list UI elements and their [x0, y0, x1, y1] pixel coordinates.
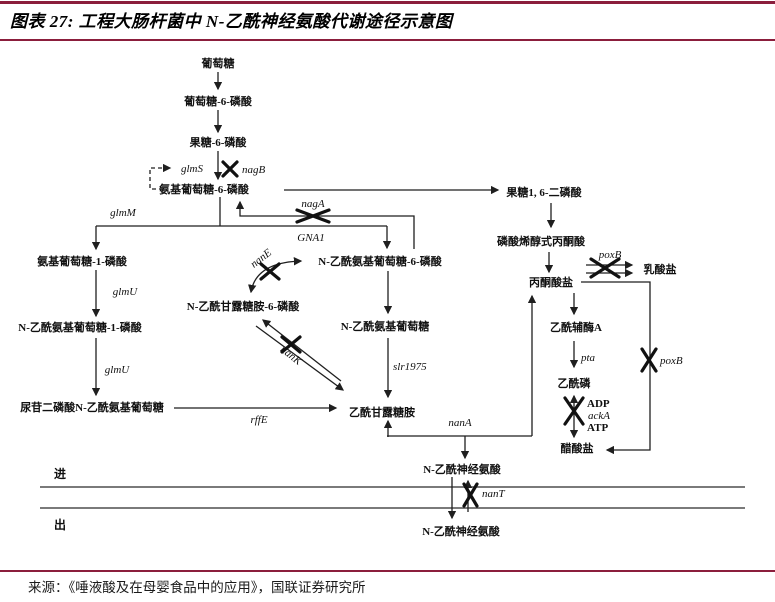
node-pep: 磷酸烯醇式丙酮酸: [497, 234, 586, 248]
knockout-x-nagA: [295, 208, 331, 224]
dashed-feedback-arrow-to-glmS: [149, 163, 172, 190]
arrow-nanA-junction: [383, 294, 537, 460]
knockout-x-poxB-top: [589, 257, 621, 279]
knockout-x-poxB-right: [640, 347, 658, 373]
enzyme-nanT: nanT: [482, 488, 506, 500]
node-glucosamine-1-p: 氨基葡萄糖-1-磷酸: [37, 254, 128, 268]
enzyme-nanA: nanA: [448, 417, 472, 429]
node-mannac-6-p: N-乙酰甘露糖胺-6-磷酸: [187, 299, 300, 313]
footer-rule: [0, 570, 775, 572]
enzyme-glmM: glmM: [110, 207, 137, 219]
enzyme-poxB-right: poxB: [659, 355, 683, 367]
knockout-x-ackA: [563, 396, 585, 426]
enzyme-pta: pta: [580, 352, 596, 364]
node-glcnac: N-乙酰氨基葡萄糖: [341, 319, 430, 333]
membrane-out-label: 出: [54, 517, 66, 532]
knockout-x-nanK: [280, 335, 302, 354]
node-pyruvate: 丙酮酸盐: [529, 275, 573, 289]
cofactor-adp: ADP: [587, 398, 610, 410]
node-acetyl-coa: 乙酰辅酶A: [550, 320, 602, 334]
knockout-x-nanE: [259, 262, 281, 281]
node-udp-glcnac: 尿苷二磷酸N-乙酰氨基葡萄糖: [20, 400, 164, 414]
node-lactate: 乳酸盐: [644, 262, 677, 276]
arrow-nagA-return: [235, 200, 415, 249]
node-glucosamine-6-p: 氨基葡萄糖-6-磷酸: [159, 182, 250, 196]
arrow-nanE-curve: [248, 256, 303, 294]
branch-glmM-GNA1: [91, 197, 392, 251]
node-neu5ac-inside: N-乙酰神经氨酸: [423, 462, 502, 476]
enzyme-glmS: glmS: [181, 163, 204, 175]
node-glcnac-6-p: N-乙酰氨基葡萄糖-6-磷酸: [318, 254, 442, 268]
node-acetyl-p: 乙酰磷: [558, 376, 592, 390]
enzyme-poxB-top: poxB: [598, 249, 622, 261]
enzyme-slr1975: slr1975: [393, 361, 427, 373]
node-neu5ac-outside: N-乙酰神经氨酸: [422, 524, 501, 538]
cell-membrane-lines: [40, 486, 745, 509]
enzyme-ackA: ackA: [588, 410, 610, 422]
enzyme-nanK: nanK: [278, 344, 305, 369]
arrow-nanK-diagonal: [255, 319, 345, 391]
node-glcnac-1-p: N-乙酰氨基葡萄糖-1-磷酸: [18, 320, 142, 334]
figure-source: 来源：《唾液酸及在母婴食品中的应用》，国联证券研究所: [28, 580, 366, 595]
enzyme-nagA: nagA: [301, 198, 325, 210]
node-fructose-1-6-bp: 果糖1, 6-二磷酸: [505, 185, 582, 199]
node-glucose: 葡萄糖: [201, 56, 235, 70]
node-acetate: 醋酸盐: [561, 441, 594, 455]
knockout-x-nanT: [462, 482, 479, 508]
arrow-poxB-right-branch: [581, 281, 651, 455]
figure-title: 图表 27: 工程大肠杆菌中 N-乙酰神经氨酸代谢途径示意图: [10, 12, 453, 31]
title-top-rule: [0, 1, 775, 4]
enzyme-glmU-1: glmU: [113, 286, 139, 298]
membrane-in-label: 进: [54, 466, 66, 481]
enzyme-glmU-2: glmU: [105, 364, 131, 376]
node-fructose-6-p: 果糖-6-磷酸: [189, 135, 248, 149]
title-bottom-rule: [0, 39, 775, 41]
knockout-x-nagB: [221, 160, 239, 178]
enzyme-nagB: nagB: [242, 164, 266, 176]
enzyme-GNA1: GNA1: [297, 232, 325, 244]
cofactor-atp: ATP: [587, 422, 608, 434]
node-glucose-6-p: 葡萄糖-6-磷酸: [183, 94, 253, 108]
node-mannac: 乙酰甘露糖胺: [349, 405, 415, 419]
enzyme-rffE: rffE: [250, 414, 267, 426]
